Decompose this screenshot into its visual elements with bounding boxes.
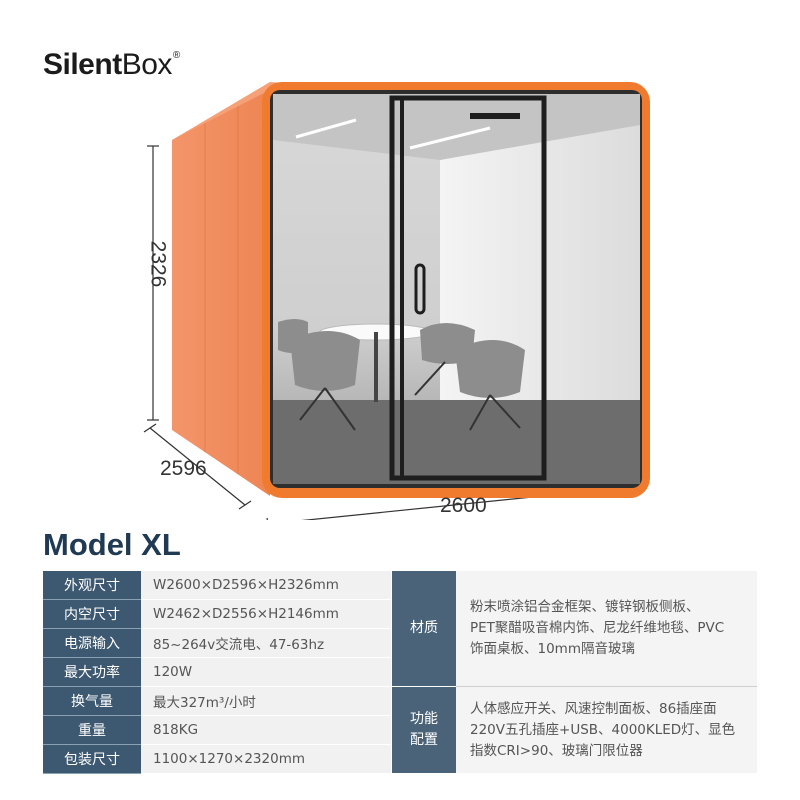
spec-label: 外观尺寸 xyxy=(43,571,141,600)
material-line: 粉末喷涂铝合金框架、镀锌钢板侧板、 xyxy=(470,599,700,615)
spec-value: 120W xyxy=(141,657,392,687)
spec-row: 最大功率 120W xyxy=(43,657,757,687)
material-text: 粉末喷涂铝合金框架、镀锌钢板侧板、 PET聚醋吸音棉内饰、尼龙纤维地毯、PVC … xyxy=(456,571,757,687)
registered-mark: ® xyxy=(172,50,180,61)
spec-label: 换气量 xyxy=(43,686,141,716)
material-line: PET聚醋吸音棉内饰、尼龙纤维地毯、PVC xyxy=(470,620,725,636)
model-title: Model XL xyxy=(43,527,181,562)
spec-row: 内空尺寸 W2462×D2556×H2146mm xyxy=(43,599,757,629)
pod-illustration xyxy=(143,82,650,520)
spec-row: 换气量 最大327m³/小时 功能 配置 人体感应开关、风速控制面板、86插座面… xyxy=(43,686,757,774)
dim-height-label: 2326 xyxy=(146,240,170,288)
spec-value: 85~264v交流电、47-63hz xyxy=(141,628,392,658)
features-line: 220V五孔插座+USB、4000KLED灯、显色 xyxy=(470,721,736,738)
features-text: 人体感应开关、风速控制面板、86插座面 220V五孔插座+USB、4000KLE… xyxy=(456,686,757,774)
brand-logo: SilentBox® xyxy=(43,48,180,82)
dim-depth-label: 2596 xyxy=(160,457,207,480)
pod-side-wall xyxy=(172,86,270,496)
dim-width-label: 2600 xyxy=(440,494,487,517)
spec-label: 电源输入 xyxy=(43,628,141,658)
door-handle xyxy=(414,263,426,315)
spec-row: 外观尺寸 W2600×D2596×H2326mm 材质 粉末喷涂铝合金框架、镀锌… xyxy=(43,571,757,687)
features-label-line: 功能 xyxy=(410,711,438,727)
spec-row: 包装尺寸 1100×1270×2320mm xyxy=(43,744,757,774)
features-line: 人体感应开关、风速控制面板、86插座面 xyxy=(470,700,717,717)
brand-part2: Box xyxy=(121,48,173,81)
spec-label: 内空尺寸 xyxy=(43,599,141,629)
spec-value: W2600×D2596×H2326mm xyxy=(141,571,392,600)
glass-door-frame xyxy=(389,95,547,481)
material-line: 饰面桌板、10mm隔音玻璃 xyxy=(470,641,635,657)
spec-value: 最大327m³/小时 xyxy=(141,686,392,716)
features-label: 功能 配置 xyxy=(391,686,456,774)
spec-label: 最大功率 xyxy=(43,657,141,687)
spec-value: 1100×1270×2320mm xyxy=(141,744,392,774)
spec-row: 电源输入 85~264v交流电、47-63hz xyxy=(43,628,757,658)
spec-value: 818KG xyxy=(141,715,392,745)
spec-value: W2462×D2556×H2146mm xyxy=(141,599,392,629)
spec-label: 包装尺寸 xyxy=(43,744,141,774)
material-label: 材质 xyxy=(391,571,456,687)
spec-table: 外观尺寸 W2600×D2596×H2326mm 材质 粉末喷涂铝合金框架、镀锌… xyxy=(43,571,757,774)
spec-label: 重量 xyxy=(43,715,141,745)
features-label-line: 配置 xyxy=(410,732,438,748)
features-line: 指数CRI>90、玻璃门限位器 xyxy=(470,742,643,759)
spec-row: 重量 818KG xyxy=(43,715,757,745)
brand-part1: Silent xyxy=(43,48,122,81)
